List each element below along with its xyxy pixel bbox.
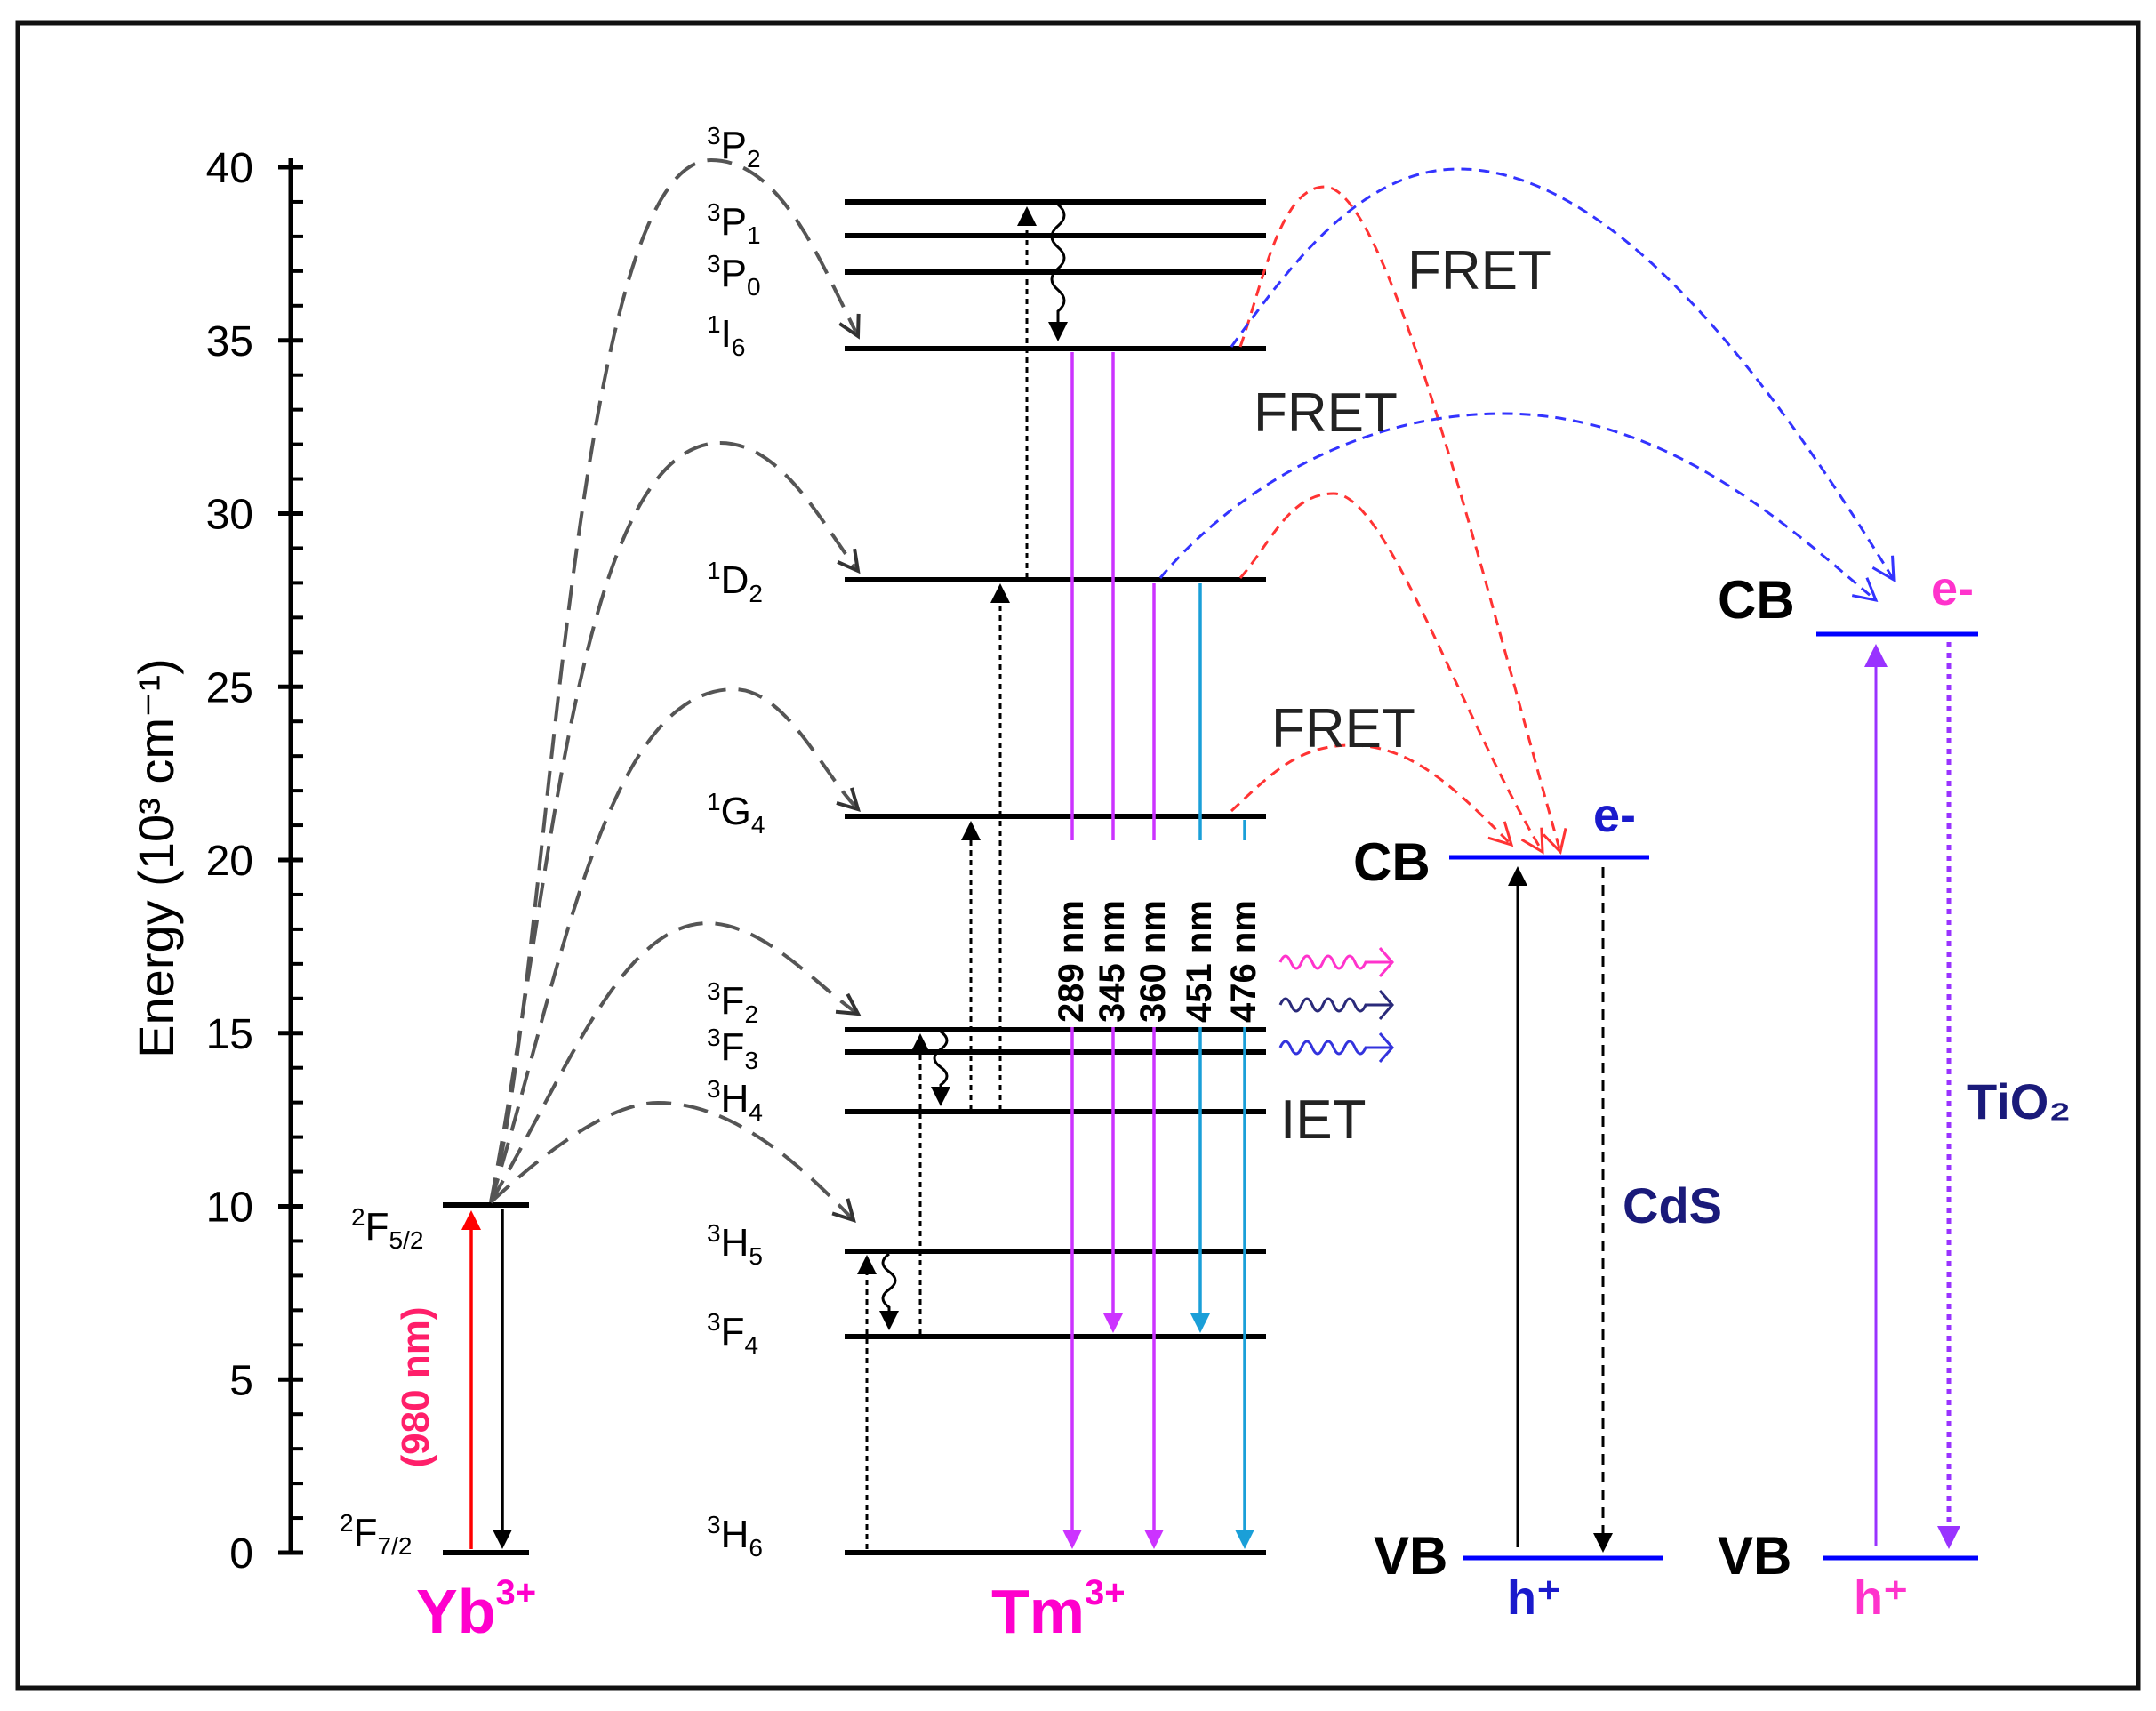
tm-label-3p2: 3P2 bbox=[707, 122, 761, 173]
yb-ion-label: Yb3+ bbox=[416, 1573, 536, 1646]
nr-3h5-3f4 bbox=[879, 1252, 899, 1330]
cds-hole: h⁺ bbox=[1507, 1571, 1562, 1625]
tm-label-1i6: 1I6 bbox=[707, 310, 745, 361]
transfer-arrow-to-1g4 bbox=[489, 687, 858, 1203]
tick-label: 20 bbox=[206, 838, 253, 885]
yb-label-2f72: 2F7/2 bbox=[340, 1509, 412, 1560]
tm-label-1d2: 1D2 bbox=[707, 557, 763, 607]
wl-476: 476 nm bbox=[1224, 900, 1263, 1023]
tm-name: Tm bbox=[991, 1577, 1085, 1646]
fret-blue-1d2-tio2 bbox=[1158, 412, 1879, 603]
cds-cb-label: CB bbox=[1353, 832, 1431, 892]
wavelength-labels: 289 nm 345 nm 360 nm 451 nm 476 nm bbox=[1049, 840, 1267, 1027]
tm-label-3p0: 3P0 bbox=[707, 250, 761, 301]
transfer-arrow-to-1d2 bbox=[489, 440, 858, 1203]
nonradiative-relaxations bbox=[879, 203, 1068, 1330]
transfer-arrow-to-1i6 bbox=[489, 157, 858, 1203]
fret-arrows bbox=[1158, 167, 1896, 856]
wl-289: 289 nm bbox=[1052, 900, 1091, 1023]
tick-label: 10 bbox=[206, 1185, 253, 1232]
tick-label: 30 bbox=[206, 492, 253, 539]
tio2-name: TiO₂ bbox=[1967, 1073, 2071, 1129]
iet-label: IET bbox=[1280, 1089, 1366, 1151]
photon-icon-blue bbox=[1278, 1032, 1394, 1063]
tm-label-3h5: 3H5 bbox=[707, 1219, 763, 1270]
yb-charge: 3+ bbox=[495, 1573, 536, 1612]
transfer-arrow-to-3h5 bbox=[489, 1100, 854, 1220]
yb-label-2f52: 2F5/2 bbox=[351, 1203, 423, 1254]
nr-3p2-1i6 bbox=[1048, 203, 1068, 341]
photon-emission-icons bbox=[1278, 947, 1394, 1063]
fret-label-3: FRET bbox=[1271, 698, 1415, 759]
tm-label-3f4: 3F4 bbox=[707, 1308, 758, 1359]
tick-label: 5 bbox=[229, 1357, 253, 1404]
cds-electron: e- bbox=[1593, 789, 1636, 842]
tm-level-labels: 3P2 3P1 3P0 1I6 1D2 1G4 3F2 3F3 3H4 3H5 … bbox=[707, 122, 1126, 1646]
fret-red-1d2-cds bbox=[1238, 492, 1544, 855]
tio2-hole: h⁺ bbox=[1854, 1571, 1909, 1625]
energy-axis: 0 5 10 15 20 25 30 35 40 Energy (10³ cm⁻¹) bbox=[128, 145, 303, 1578]
fret-label-2: FRET bbox=[1254, 382, 1398, 444]
tm-charge: 3+ bbox=[1085, 1573, 1126, 1612]
yb-tm-transfer-arrows bbox=[489, 157, 858, 1220]
tm-ion-label: Tm3+ bbox=[991, 1573, 1126, 1646]
tm-levels bbox=[845, 199, 1266, 1555]
fret-label-1: FRET bbox=[1407, 240, 1551, 301]
tm-label-3h6: 3H6 bbox=[707, 1511, 763, 1562]
transfer-arrow-to-3f2 bbox=[489, 920, 858, 1204]
tio2-electron: e- bbox=[1931, 562, 1974, 615]
photon-icon-uv bbox=[1278, 947, 1394, 977]
yb-name: Yb bbox=[416, 1577, 495, 1646]
tick-label: 0 bbox=[229, 1530, 253, 1578]
nr-3f2-3h4 bbox=[931, 1030, 950, 1106]
axis-title: Energy (10³ cm⁻¹) bbox=[128, 658, 184, 1058]
tio2-semiconductor: CB VB TiO₂ e- h⁺ bbox=[1718, 562, 2071, 1625]
photon-icon-violet bbox=[1278, 990, 1394, 1020]
tm-label-1g4: 1G4 bbox=[707, 788, 765, 839]
tick-label: 25 bbox=[206, 664, 253, 711]
tick-label: 35 bbox=[206, 318, 253, 365]
cds-semiconductor: CB VB CdS e- h⁺ bbox=[1353, 789, 1722, 1625]
fret-red-1g4-cds bbox=[1230, 743, 1514, 847]
wl-451: 451 nm bbox=[1180, 900, 1219, 1023]
tick-label: 40 bbox=[206, 145, 253, 192]
tm-label-3p1: 3P1 bbox=[707, 198, 761, 249]
tm-label-3f3: 3F3 bbox=[707, 1024, 758, 1074]
excitation-label: (980 nm) bbox=[394, 1307, 437, 1468]
tm-label-3f2: 3F2 bbox=[707, 977, 758, 1028]
figure-frame bbox=[15, 20, 2141, 1691]
tio2-cb-label: CB bbox=[1718, 570, 1795, 630]
yb-levels: 2F5/2 2F7/2 (980 nm) Yb3+ bbox=[340, 1202, 536, 1646]
wavelength-label-backdrop bbox=[1049, 840, 1267, 1027]
cds-vb-label: VB bbox=[1374, 1526, 1447, 1586]
tick-label: 15 bbox=[206, 1011, 253, 1058]
tm-upconversion-arrows bbox=[857, 206, 1037, 1549]
fret-blue-1i6-tio2 bbox=[1230, 167, 1896, 582]
wl-360: 360 nm bbox=[1134, 900, 1173, 1023]
wl-345: 345 nm bbox=[1093, 900, 1132, 1023]
tio2-vb-label: VB bbox=[1718, 1526, 1791, 1586]
tm-label-3h4: 3H4 bbox=[707, 1075, 763, 1126]
cds-name: CdS bbox=[1623, 1177, 1722, 1233]
